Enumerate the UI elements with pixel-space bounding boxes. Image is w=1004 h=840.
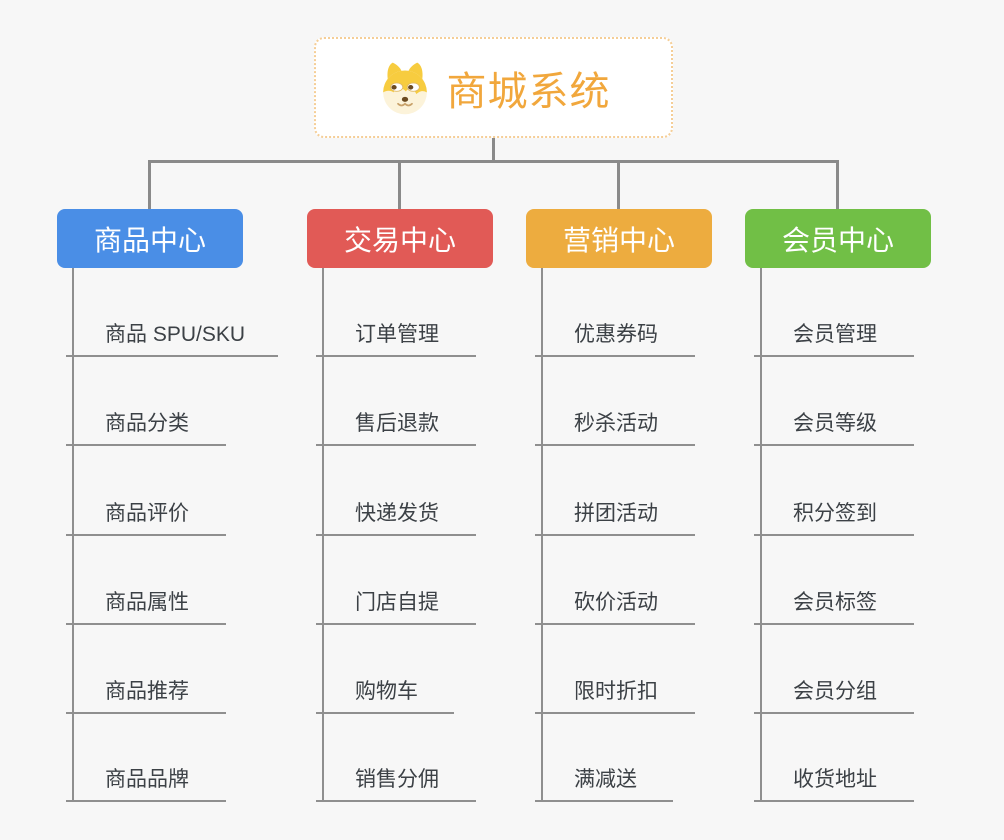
leaf-node[interactable]: 商品分类 [66,410,226,446]
leaf-node[interactable]: 会员管理 [754,321,914,357]
branch-label: 会员中心 [781,224,894,256]
connector-branch-rail [148,160,838,163]
branch-node-marketing-center[interactable]: 营销中心 [526,209,712,268]
leaf-node[interactable]: 购物车 [316,678,454,714]
connector-drop-branch-4 [836,160,839,209]
root-title: 商城系统 [446,69,611,114]
branch-label: 营销中心 [562,224,675,256]
leaf-node[interactable]: 商品属性 [66,589,226,625]
leaf-node[interactable]: 满减送 [535,766,673,802]
leaf-node[interactable]: 秒杀活动 [535,410,695,446]
leaf-node[interactable]: 限时折扣 [535,678,695,714]
root-node[interactable]: 商城系统 [314,37,673,138]
connector-drop-branch-3 [617,160,620,209]
leaf-node[interactable]: 会员等级 [754,410,914,446]
branch-node-product-center[interactable]: 商品中心 [57,209,243,268]
leaf-node[interactable]: 销售分佣 [316,766,476,802]
leaf-node[interactable]: 会员分组 [754,678,914,714]
leaf-node[interactable]: 商品推荐 [66,678,226,714]
leaf-node[interactable]: 订单管理 [316,321,476,357]
leaf-node[interactable]: 商品 SPU/SKU [66,321,278,357]
leaf-node[interactable]: 售后退款 [316,410,476,446]
branch-node-member-center[interactable]: 会员中心 [745,209,931,268]
leaf-node[interactable]: 砍价活动 [535,589,695,625]
leaf-node[interactable]: 会员标签 [754,589,914,625]
connector-drop-branch-1 [148,160,151,209]
leaf-node[interactable]: 收货地址 [754,766,914,802]
leaf-node[interactable]: 商品品牌 [66,766,226,802]
leaf-node[interactable]: 快递发货 [316,500,476,536]
leaf-node[interactable]: 积分签到 [754,500,914,536]
leaf-node[interactable]: 商品评价 [66,500,226,536]
connector-drop-branch-2 [398,160,401,209]
leaf-node[interactable]: 优惠券码 [535,321,695,357]
branch-label: 交易中心 [343,224,456,256]
connector-root-stem [492,138,495,163]
dog-face-icon [377,60,433,116]
branch-node-trade-center[interactable]: 交易中心 [307,209,493,268]
branch-label: 商品中心 [93,224,206,256]
leaf-node[interactable]: 拼团活动 [535,500,695,536]
leaf-node[interactable]: 门店自提 [316,589,476,625]
